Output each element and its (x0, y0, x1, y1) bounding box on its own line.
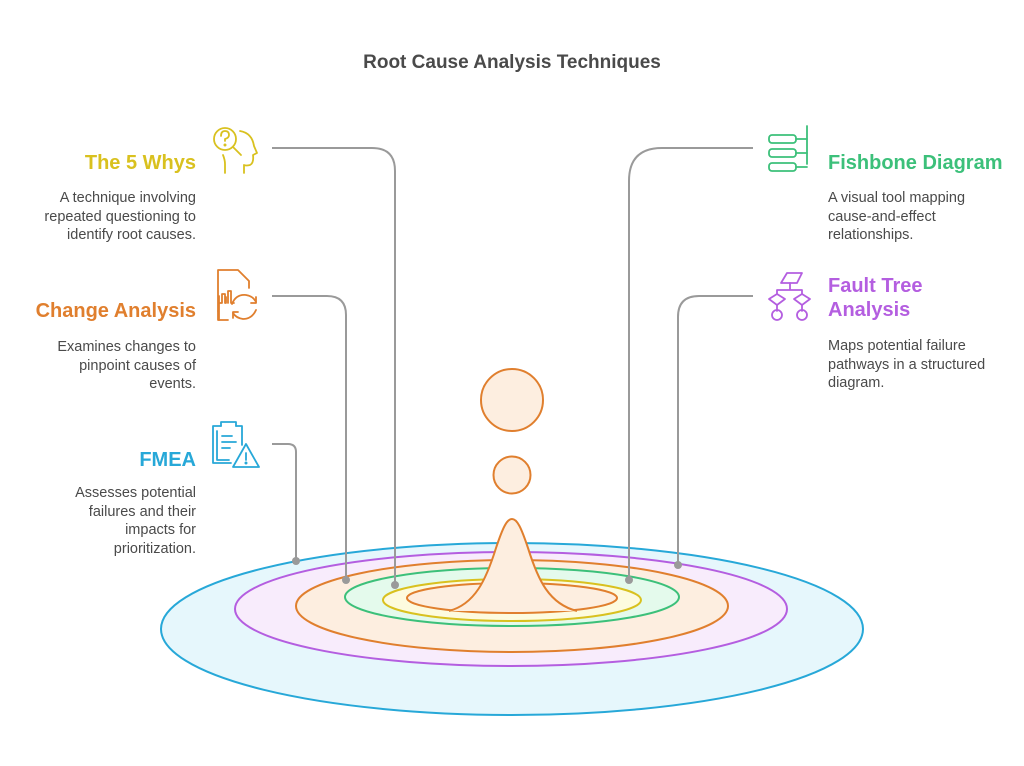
head-question-icon (213, 127, 258, 174)
desc-line: A technique involving (59, 190, 196, 206)
diagram-title: Root Cause Analysis Techniques (363, 52, 661, 73)
fishbone-description: A visual tool mapping cause-and-effect r… (828, 189, 965, 245)
connector-fault-tree (677, 295, 753, 565)
desc-line: cause-and-effect (828, 208, 936, 225)
fault-tree-description: Maps potential failure pathways in a str… (828, 337, 985, 393)
desc-line: prioritization. (113, 540, 196, 557)
fishbone-title: Fishbone Diagram (828, 152, 1003, 174)
desc-line: identify root causes. (67, 227, 196, 243)
connector-dot-fishbone (625, 576, 633, 584)
droplet-large (480, 368, 544, 432)
connector-fishbone (628, 147, 753, 580)
document-chart-refresh-icon (217, 269, 257, 321)
fault-tree-title: Fault Tree Analysis (828, 274, 922, 322)
change-analysis-title: Change Analysis (35, 300, 196, 322)
desc-line: Assesses potential (75, 485, 196, 501)
desc-line: pinpoint causes of (79, 357, 196, 374)
desc-line: pathways in a structured (828, 356, 986, 373)
droplet-small (492, 455, 532, 495)
connector-dot-fmea (292, 557, 300, 565)
connector-dot-five-whys (391, 581, 399, 589)
splash-peak-outline (448, 517, 578, 612)
connector-change-analysis (272, 295, 347, 580)
desc-line: Examines changes to (57, 339, 196, 355)
desc-line: A visual tool mapping (828, 190, 966, 206)
desc-line: relationships. (828, 227, 914, 243)
five-whys-description: A technique involving repeated questioni… (44, 189, 196, 245)
clipboard-warning-icon (212, 421, 260, 468)
connector-fmea (272, 443, 297, 561)
title-line: Fault Tree (828, 275, 923, 297)
desc-line: events. (149, 376, 196, 392)
desc-line: impacts for (125, 522, 196, 538)
fault-tree-icon (768, 272, 811, 321)
desc-line: diagram. (828, 375, 885, 391)
connector-five-whys (272, 147, 396, 585)
desc-line: repeated questioning to (44, 208, 196, 225)
title-line: Analysis (828, 299, 911, 321)
desc-line: failures and their (88, 503, 196, 520)
change-analysis-description: Examines changes to pinpoint causes of e… (57, 338, 196, 394)
five-whys-title: The 5 Whys (84, 152, 196, 174)
connector-dot-change-analysis (342, 576, 350, 584)
fmea-title: FMEA (139, 449, 196, 471)
desc-line: Maps potential failure (828, 338, 966, 354)
fishbone-icon (768, 125, 808, 172)
connector-dot-fault-tree (674, 561, 682, 569)
fmea-description: Assesses potential failures and their im… (75, 484, 196, 558)
